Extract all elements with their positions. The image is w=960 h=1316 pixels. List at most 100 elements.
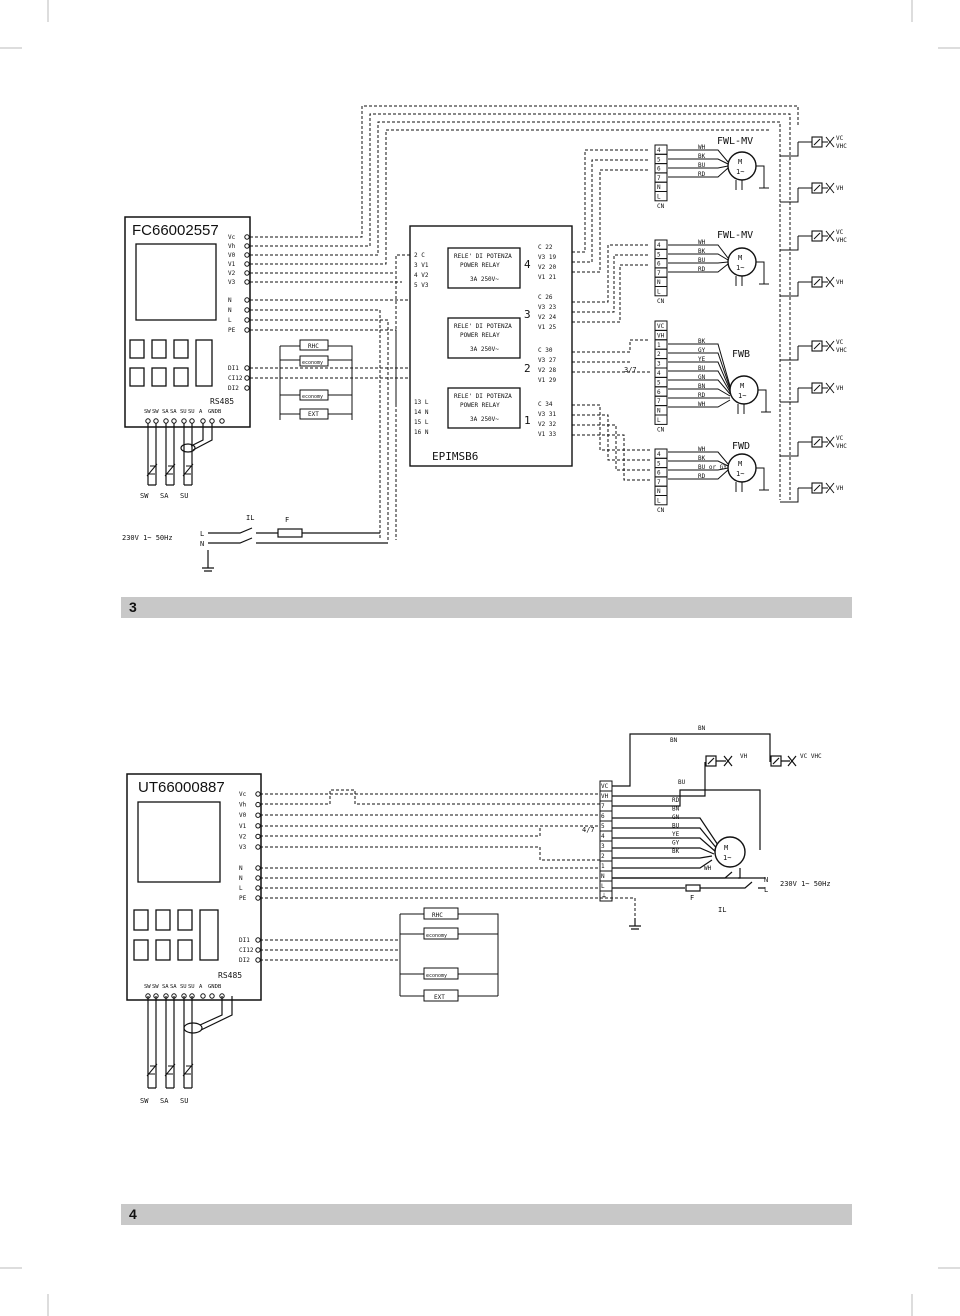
il-label-1: IL [246,514,254,522]
d1-strip-b-6: CN [657,298,665,305]
d1-valve-1: VH [836,185,844,192]
d2-terminal-top-3: V1 [239,823,247,830]
d1-bottom-terminal-4: SU [180,409,187,415]
valve-vh-2: VH [740,753,748,760]
d2-terminal-di-1: CI12 [239,947,254,954]
model-code-2: UT66000887 [138,779,225,796]
d1-motor-1-phase: 1~ [736,168,744,176]
d1-motor-1-wire-2: BU [698,162,706,169]
wire-top-3: BU [678,779,686,786]
d2-terminal-top-5: V3 [239,844,247,851]
d1-motor-2-wire-3: RD [698,266,706,273]
d1-strip-d-5: L [657,498,661,505]
relay-output-3-1: V3 31 [538,411,556,418]
switch-economy-2b: economy [426,973,447,979]
relay-output-0-1: V3 19 [538,254,556,261]
cable-count-2: 4/7 [582,826,595,834]
relay-input-1: 3 V1 [414,262,429,269]
relay-output-2-3: V1 29 [538,377,556,384]
d1-terminal-top-3: V1 [228,261,236,268]
d1-terminal-top-2: V0 [228,252,236,259]
d1-terminal-power-0: N [228,297,232,304]
d2-bottom-terminal-7: GND [208,984,218,990]
d1-motor-3-phase: 1~ [738,392,746,400]
d1-motor-2-phase: 1~ [736,264,744,272]
d1-valve-5: VH [836,385,844,392]
sensor-wires [147,423,213,486]
d1-strip-a-1: 5 [657,156,661,163]
d1-motor-4-m: M [738,460,742,468]
unit-label-4: FWD [732,441,750,452]
relay-text2-2: POWER RELAY [460,402,500,409]
relay-input2-0: 13 L [414,399,429,406]
d1-terminal-top-1: Vh [228,243,236,250]
d1-strip-b-3: 7 [657,270,661,277]
d1-bottom-terminal-5: SU [188,409,195,415]
relay-text1-1: RELE' DI POTENZA [454,323,512,330]
d1-valve-4-a: VC [836,339,844,346]
d1-motor-4-phase: 1~ [736,470,744,478]
switch-ext-2: EXT [434,994,445,1001]
d1-motor-1-wire-3: RD [698,171,706,178]
relay-number-0: 4 [524,258,531,271]
d1-bottom-terminal-8: B [218,409,222,415]
d1-motor-3-wire-3: BU [698,365,706,372]
d1-strip-b-5: L [657,289,661,296]
d1-motor-2-m: M [738,254,742,262]
d1-strip-c-2: 1 [657,342,661,349]
controller-box-2 [126,773,262,1001]
d2-terminal-power-3: PE [239,895,247,902]
d2-bottom-terminal-6: A [199,984,203,990]
d2-bottom-terminal-1: SW [152,984,159,990]
d2-motor-wire-4: YE [672,831,680,838]
relay-output-1-3: V1 25 [538,324,556,331]
wire-wh-2: WH [704,865,712,872]
d1-strip-c-11: CN [657,426,665,433]
relay-output-0-0: C 22 [538,244,553,251]
d1-valve-2-a: VC [836,229,844,236]
d1-strip-c-5: 4 [657,370,661,377]
d1-strip-c-7: 6 [657,389,661,396]
relay-number-2: 2 [524,362,531,375]
rs485-label: RS485 [210,397,234,406]
supply-wiring-1 [202,527,388,572]
d1-terminal-power-3: PE [228,327,236,334]
fuse-label-2: F [690,894,694,902]
d2-bottom-terminal-2: SA [162,984,169,990]
d1-terminal-di-1: CI12 [228,375,243,382]
section-number-4: 4 [129,1206,137,1222]
d2-strip-0: VC [601,783,609,790]
relay-rating-2: 3A 250V~ [470,416,499,423]
d1-sensor-2: SU [180,492,188,500]
relay-output-3-2: V2 32 [538,421,556,428]
section-bar-4: 4 [121,1204,852,1225]
d1-motor-3-wire-7: WH [698,401,706,408]
d1-valve-6-a: VC [836,435,844,442]
relay-input-0: 2 C [414,252,425,259]
relay-output-0-3: V1 21 [538,274,556,281]
d1-motor-2-wire-0: WH [698,239,706,246]
d1-sensor-0: SW [140,492,149,500]
d2-terminal-top-0: Vc [239,791,247,798]
d2-strip-2: 7 [601,803,605,810]
d2-strip-8: 1 [601,863,605,870]
relay-output-1-2: V2 24 [538,314,556,321]
d1-strip-c-3: 2 [657,351,661,358]
d1-strip-d-3: 7 [657,479,661,486]
relay-output-2-1: V3 27 [538,357,556,364]
d2-bottom-terminal-4: SU [180,984,187,990]
d1-strip-b-2: 6 [657,261,661,268]
relay-text2-0: POWER RELAY [460,262,500,269]
d1-strip-b-4: N [657,279,661,286]
d2-terminal-top-2: V0 [239,812,247,819]
d1-terminal-top-4: V2 [228,270,236,277]
d1-strip-b-0: 4 [657,242,661,249]
d2-strip-4: 5 [601,823,605,830]
d2-strip-9: N [601,873,605,880]
relay-text1-2: RELE' DI POTENZA [454,393,512,400]
d2-motor-wire-0: RD [672,797,680,804]
d2-terminal-power-2: L [239,885,243,892]
d2-strip-10: L [601,883,605,890]
